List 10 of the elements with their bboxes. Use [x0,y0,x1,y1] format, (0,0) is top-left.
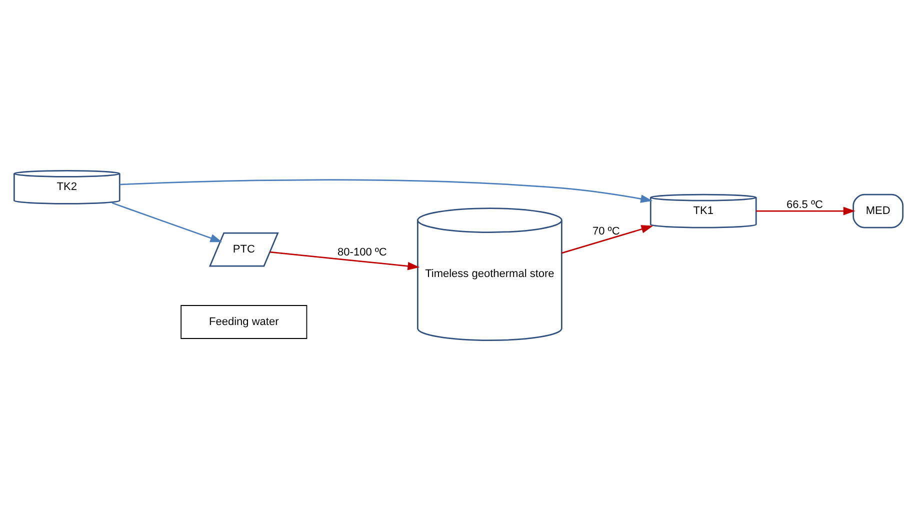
arrow [756,206,856,215]
arrow [112,202,222,242]
edge-label: 80-100 ºC [338,246,387,258]
edge-label: 66.5 ºC [786,198,823,210]
arrow [562,224,654,254]
node-box: MED [852,193,904,228]
node-box: Feeding water [180,304,308,338]
arrow [120,178,653,202]
edge-label: 70 ºC [592,225,620,237]
arrow [270,250,420,270]
